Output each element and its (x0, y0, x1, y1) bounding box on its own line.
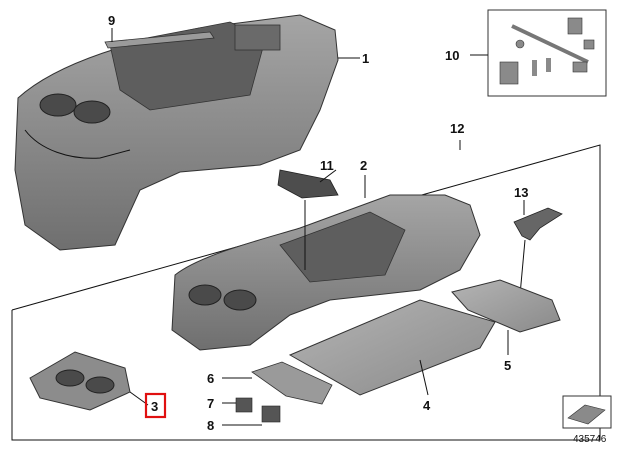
callout-6: 6 (207, 371, 214, 386)
hinge-part (513, 207, 563, 296)
console-base-part (171, 194, 481, 351)
leader-lines (129, 54, 525, 426)
cupholder-insert-part (29, 351, 131, 411)
reference-number: 435746 (573, 434, 607, 445)
armrest-lid-part (288, 299, 496, 396)
callout-10: 10 (445, 48, 459, 63)
callout-7: 7 (207, 396, 214, 411)
callout-11: 11 (320, 158, 334, 173)
center-console-assembly (14, 14, 339, 251)
callout-9: 9 (108, 13, 115, 28)
fastener-kit-box (487, 9, 607, 97)
trim-strip-part (104, 28, 215, 49)
panel-part (251, 361, 333, 405)
callout-3: 3 (151, 399, 158, 414)
callout-1: 1 (362, 51, 369, 66)
callout-2: 2 (360, 158, 367, 173)
callout-13: 13 (514, 185, 528, 200)
callout-5: 5 (504, 358, 511, 373)
callout-4: 4 (423, 398, 431, 413)
highlight-box (144, 392, 167, 419)
rear-lid-part (451, 279, 561, 333)
callout-8: 8 (207, 418, 214, 433)
callout-12: 12 (450, 121, 464, 136)
insert-part (277, 169, 339, 199)
cap-parts (235, 397, 281, 423)
orientation-icon (562, 395, 612, 429)
